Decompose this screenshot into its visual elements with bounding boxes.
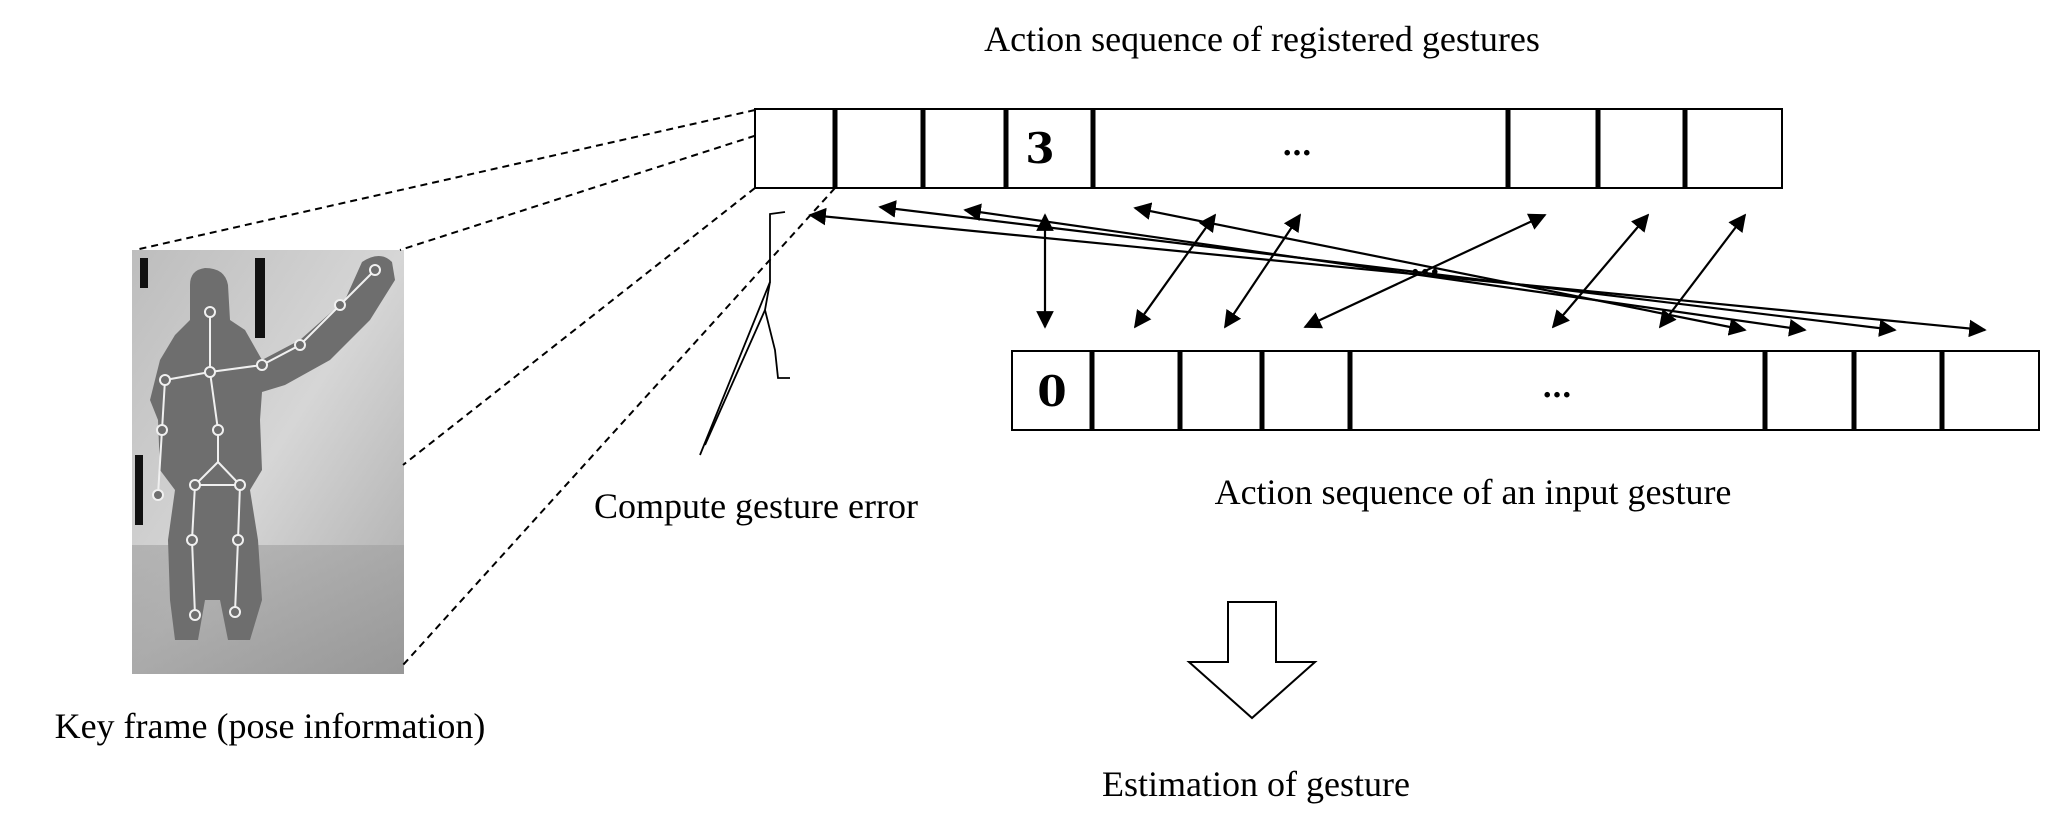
compute-error-label: Compute gesture error: [594, 486, 918, 526]
registered-ellipsis: …: [1282, 128, 1312, 163]
key-frame-label: Key frame (pose information): [55, 706, 486, 746]
registered-sequence-title: Action sequence of registered gestures: [984, 19, 1540, 59]
registered-cell-3: 3: [1025, 124, 1054, 173]
error-callout: [699, 211, 790, 456]
registered-sequence-bar: 3 …: [754, 108, 1783, 189]
correspondence-arrows: [808, 200, 1987, 338]
estimation-label: Estimation of gesture: [1102, 764, 1410, 804]
input-cell-0: 0: [1037, 367, 1066, 416]
mid-ellipsis: …: [1410, 247, 1440, 282]
key-frame-image: [132, 250, 404, 674]
down-arrow-icon: [1186, 601, 1318, 720]
input-ellipsis: …: [1542, 370, 1572, 405]
input-sequence-title: Action sequence of an input gesture: [1215, 472, 1732, 512]
person-silhouette: [150, 256, 395, 640]
input-sequence-bar: 0 …: [1011, 350, 2040, 431]
